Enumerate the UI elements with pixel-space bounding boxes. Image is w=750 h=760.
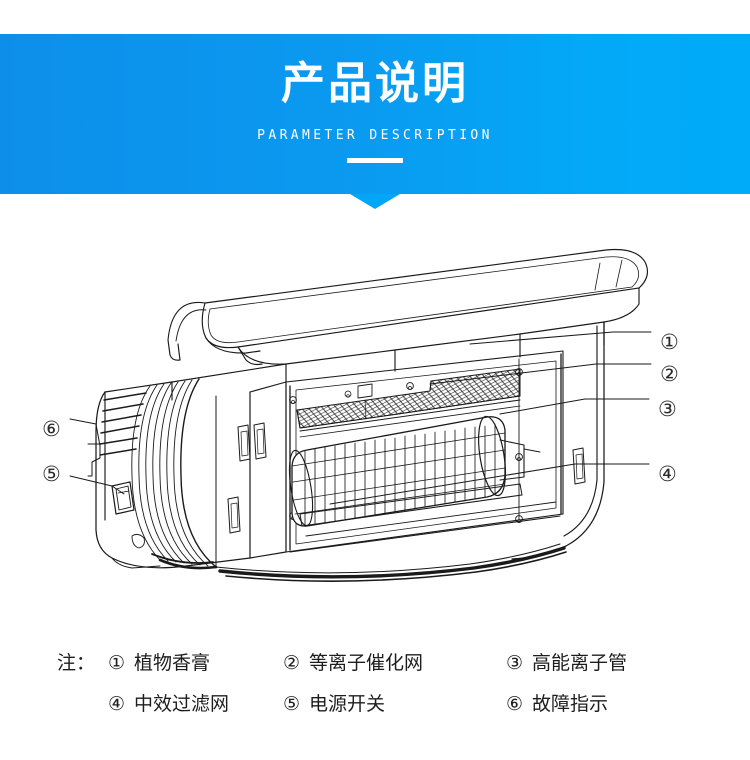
callout-4: ④	[658, 462, 677, 486]
title-divider	[347, 158, 403, 163]
legend-item-1: ① 植物香膏	[108, 649, 210, 677]
legend-label-2: 等离子催化网	[309, 652, 424, 674]
legend-marker-5: ⑤	[283, 693, 301, 715]
page-subtitle: PARAMETER DESCRIPTION	[257, 128, 493, 143]
product-illustration	[0, 214, 750, 614]
legend-row: 注： ① 植物香膏 ② 等离子催化网 ③ 高能离子管	[0, 649, 750, 689]
legend-marker-2: ②	[283, 652, 301, 674]
banner-arrow-icon	[350, 194, 400, 209]
legend-item-4: ④ 中效过滤网	[108, 690, 229, 718]
legend-label-5: 电源开关	[309, 693, 386, 715]
callout-6: ⑥	[42, 417, 61, 441]
header-banner: 产品说明 PARAMETER DESCRIPTION	[0, 34, 750, 194]
legend-label-1: 植物香膏	[134, 652, 211, 674]
legend-item-3: ③ 高能离子管	[506, 649, 627, 677]
legend-marker-1: ①	[108, 652, 126, 674]
page-title: 产品说明	[281, 58, 469, 109]
legend: 注： ① 植物香膏 ② 等离子催化网 ③ 高能离子管 ④ 中效过滤网 ⑤ 电源开关 ⑥ 故障…	[0, 645, 750, 740]
callout-2: ②	[660, 362, 679, 386]
legend-note-label: 注：	[57, 652, 96, 674]
legend-label-3: 高能离子管	[532, 652, 628, 674]
legend-item-2: ② 等离子催化网	[283, 649, 423, 677]
callout-5: ⑤	[42, 462, 61, 486]
legend-marker-4: ④	[108, 693, 126, 715]
callout-1: ①	[660, 330, 679, 354]
legend-row: ④ 中效过滤网 ⑤ 电源开关 ⑥ 故障指示	[0, 690, 750, 730]
legend-label-6: 故障指示	[532, 693, 609, 715]
callout-3: ③	[658, 397, 677, 421]
legend-marker-6: ⑥	[506, 693, 524, 715]
legend-item-5: ⑤ 电源开关	[283, 690, 385, 718]
legend-item-6: ⑥ 故障指示	[506, 690, 608, 718]
legend-label-4: 中效过滤网	[134, 693, 230, 715]
legend-marker-3: ③	[506, 652, 524, 674]
